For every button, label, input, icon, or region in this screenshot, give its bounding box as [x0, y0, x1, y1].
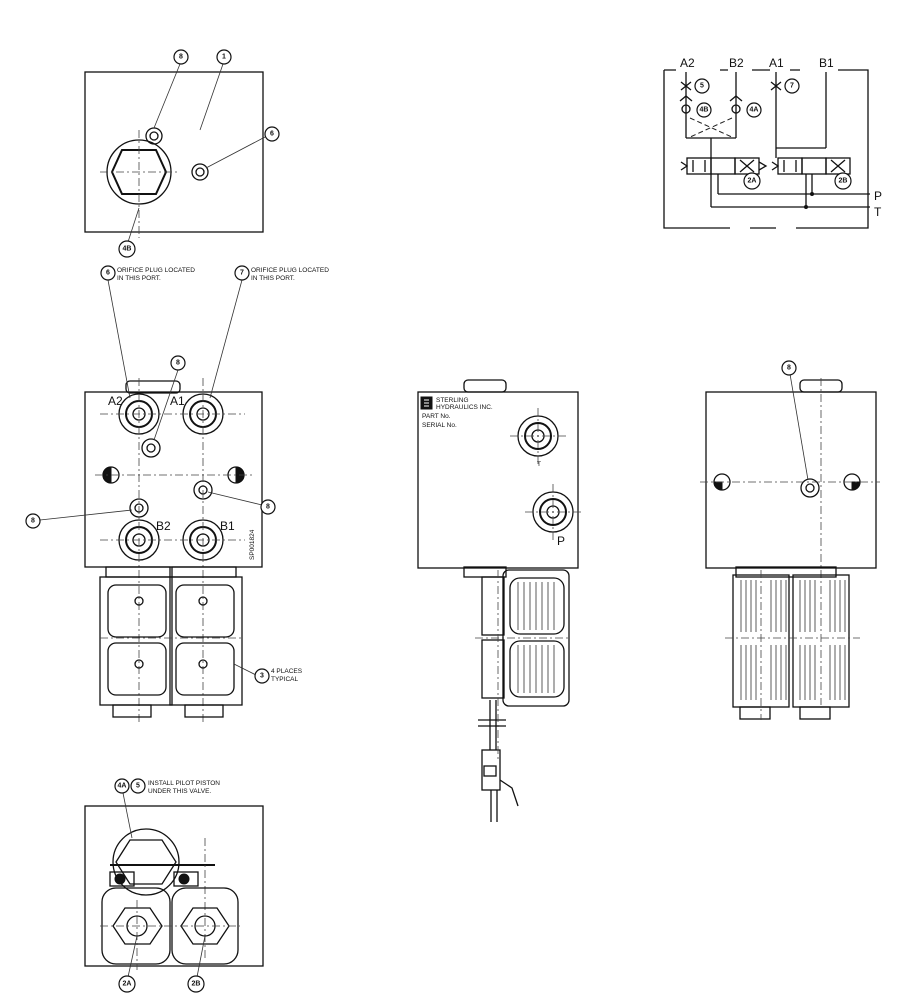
schematic-label-b1: B1 [819, 56, 834, 70]
note-orifice-7-line2: IN THIS PORT. [251, 275, 295, 282]
bubble-bottom-5: 5 [130, 778, 146, 794]
front-view: A2 A1 B2 B1 SP001824 [25, 265, 329, 725]
bottom-view-body [84, 805, 264, 967]
bubble-front-8a: 8 [170, 355, 186, 371]
note-orifice-6-line2: IN THIS PORT. [117, 275, 161, 282]
side-view: STERLING HYDRAULICS INC. PART No. SERIAL… [417, 379, 581, 822]
port-label-a2: A2 [108, 394, 123, 408]
bubble-bottom-2a: 2A [118, 975, 136, 993]
schematic-label-b2: B2 [729, 56, 744, 70]
svg-text:1: 1 [222, 54, 226, 61]
svg-text:4B: 4B [700, 107, 709, 114]
bubble-bottom-4a: 4A [114, 778, 130, 794]
bubble-front-8b: 8 [260, 499, 276, 515]
bubble-right-8: 8 [781, 360, 797, 376]
bottom-view: 4A 5 2A 2B INSTALL PILOT PISTON UNDER TH… [84, 778, 264, 993]
bubble-bottom-2b: 2B [187, 975, 205, 993]
top-view: 8 1 6 4B [84, 49, 280, 258]
nameplate-company-line1: STERLING [436, 397, 469, 404]
bubble-front-8c: 8 [25, 513, 41, 529]
part-stamp: SP001824 [249, 529, 256, 560]
schematic-label-a2: A2 [680, 56, 695, 70]
svg-text:2B: 2B [839, 178, 848, 185]
top-view-body [84, 71, 264, 233]
svg-text:8: 8 [31, 518, 35, 525]
bubble-front-7: 7 [234, 265, 250, 281]
schematic-label-a1: A1 [769, 56, 784, 70]
note-places-line1: 4 PLACES [271, 668, 303, 675]
svg-text:4A: 4A [750, 107, 759, 114]
bubble-top-1: 1 [216, 49, 232, 65]
bubble-schematic-2b: 2B [834, 172, 852, 190]
bubble-schematic-5: 5 [694, 78, 710, 94]
svg-text:7: 7 [790, 83, 794, 90]
bubble-schematic-2a: 2A [743, 172, 761, 190]
hydraulic-schematic: A2 B2 A1 B1 P T [663, 56, 882, 229]
port-label-p: P [557, 534, 565, 548]
svg-text:6: 6 [106, 270, 110, 277]
bubble-top-8: 8 [173, 49, 189, 65]
svg-text:2B: 2B [192, 981, 201, 988]
nameplate-company-line2: HYDRAULICS INC. [436, 404, 493, 411]
schematic-label-t: T [874, 205, 882, 219]
port-label-b1: B1 [220, 519, 235, 533]
svg-text:2A: 2A [748, 178, 757, 185]
svg-text:8: 8 [266, 504, 270, 511]
svg-text:8: 8 [179, 54, 183, 61]
svg-text:8: 8 [787, 365, 791, 372]
svg-text:7: 7 [240, 270, 244, 277]
svg-text:5: 5 [136, 783, 140, 790]
port-label-a1: A1 [170, 394, 185, 408]
svg-text:8: 8 [176, 360, 180, 367]
port-6-top [191, 163, 209, 181]
svg-text:2A: 2A [123, 981, 132, 988]
bubble-front-3: 3 [254, 668, 270, 684]
note-pilot-line2: UNDER THIS VALVE. [148, 788, 211, 795]
note-pilot-line1: INSTALL PILOT PISTON [148, 780, 220, 787]
right-view-body [705, 391, 877, 569]
note-places-line2: TYPICAL [271, 676, 298, 683]
svg-text:6: 6 [270, 131, 274, 138]
note-orifice-7-line1: ORIFICE PLUG LOCATED [251, 267, 329, 274]
nameplate-part-no: PART No. [422, 413, 451, 420]
svg-text:4A: 4A [118, 783, 127, 790]
right-view: 8 [700, 360, 880, 720]
port-8-top [145, 127, 163, 145]
note-orifice-6-line1: ORIFICE PLUG LOCATED [117, 267, 195, 274]
svg-text:4B: 4B [123, 246, 132, 253]
svg-text:5: 5 [700, 83, 704, 90]
side-view-body [417, 391, 579, 569]
bubble-top-6: 6 [264, 126, 280, 142]
svg-text:3: 3 [260, 673, 264, 680]
bubble-top-4b: 4B [118, 240, 136, 258]
solenoid-right [169, 576, 243, 706]
bubble-schematic-7: 7 [784, 78, 800, 94]
bubble-schematic-4b: 4B [696, 102, 712, 118]
bubble-schematic-4a: 4A [746, 102, 762, 118]
front-view-body [84, 391, 263, 568]
bubble-front-6: 6 [100, 265, 116, 281]
solenoid-left [99, 576, 173, 706]
port-label-t: T [537, 461, 541, 468]
port-label-b2: B2 [156, 519, 171, 533]
schematic-label-p: P [874, 189, 882, 203]
nameplate-serial-no: SERIAL No. [422, 422, 457, 429]
